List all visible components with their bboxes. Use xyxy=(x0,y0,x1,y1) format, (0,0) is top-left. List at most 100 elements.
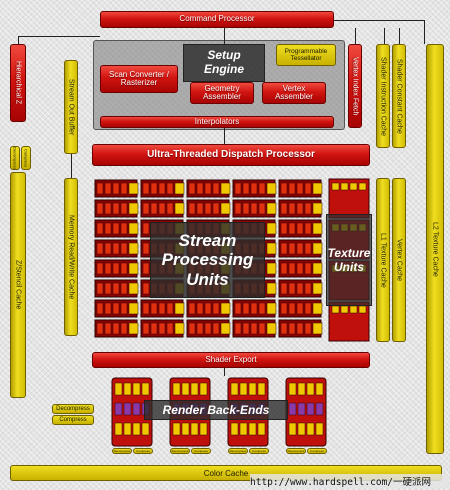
alu-cell xyxy=(312,202,323,215)
connector-export-rbe xyxy=(224,368,225,376)
alu-cell xyxy=(288,222,296,235)
alu-cell xyxy=(242,182,250,195)
alu-cell xyxy=(312,262,323,275)
rbe-compress-3: Compress xyxy=(249,448,269,454)
alu-cell xyxy=(304,282,312,295)
alu-cell xyxy=(142,262,150,275)
compress-small-left: Compress xyxy=(21,146,31,170)
alu-cell xyxy=(242,322,250,335)
rop-cell xyxy=(141,382,150,396)
alu-cell xyxy=(266,182,277,195)
alu-cell xyxy=(242,202,250,215)
alu-cell xyxy=(128,242,139,255)
rop-cell xyxy=(230,422,239,436)
rop-cell xyxy=(123,402,132,416)
alu-cell xyxy=(220,182,231,195)
connector-interp-dispatch xyxy=(224,128,225,144)
alu-cell xyxy=(312,242,323,255)
connector-scb xyxy=(399,28,400,44)
geometry-assembler: Geometry Assembler xyxy=(190,82,254,104)
alu-cell xyxy=(128,302,139,315)
alu-cell xyxy=(150,302,158,315)
alu-cell xyxy=(104,302,112,315)
alu-cell xyxy=(288,302,296,315)
alu-cell xyxy=(120,202,128,215)
alu-cell xyxy=(288,262,296,275)
alu-cell xyxy=(142,302,150,315)
alu-cell xyxy=(220,302,231,315)
rop-cell xyxy=(132,382,141,396)
alu-cell xyxy=(128,282,139,295)
alu-cell xyxy=(266,322,277,335)
alu-cell xyxy=(296,302,304,315)
alu-cell xyxy=(280,302,288,315)
rop-cell xyxy=(172,422,181,436)
alu-cell xyxy=(112,202,120,215)
alu-cell xyxy=(150,322,158,335)
connector-hz xyxy=(18,36,19,44)
alu-cell xyxy=(266,242,277,255)
alu-cell xyxy=(304,242,312,255)
decompress-left: Decompress xyxy=(52,404,94,414)
alu-cell xyxy=(280,282,288,295)
spu-line3: Units xyxy=(186,269,229,289)
rop-cell xyxy=(248,422,257,436)
rbe-compress-1: Compress xyxy=(133,448,153,454)
alu-cell xyxy=(174,322,185,335)
spu-line2: Processing xyxy=(161,250,254,270)
alu-cell xyxy=(280,242,288,255)
rop-cell xyxy=(190,422,199,436)
alu-cell xyxy=(296,262,304,275)
alu-cell xyxy=(280,262,288,275)
alu-cell xyxy=(128,202,139,215)
setup-engine: Setup Engine xyxy=(183,44,265,82)
alu-cell xyxy=(266,202,277,215)
alu-cell xyxy=(158,322,166,335)
alu-cell xyxy=(280,202,288,215)
alu-cell xyxy=(266,262,277,275)
z-stencil-cache: Z/Stencil Cache xyxy=(10,172,26,398)
alu-cell xyxy=(96,282,104,295)
alu-cell xyxy=(234,302,242,315)
alu-cell xyxy=(220,202,231,215)
rop-cell xyxy=(257,382,266,396)
tu-line2: Units xyxy=(334,260,364,274)
decompress-small-left: Decompress xyxy=(10,146,20,170)
alu-cell xyxy=(96,322,104,335)
alu-cell xyxy=(258,202,266,215)
alu-cell xyxy=(266,282,277,295)
alu-cell xyxy=(266,302,277,315)
connector-vif xyxy=(355,28,356,44)
alu-cell xyxy=(258,182,266,195)
vertex-cache: Vertex Cache xyxy=(392,178,406,342)
shader-export: Shader Export xyxy=(92,352,370,368)
alu-cell xyxy=(188,202,196,215)
alu-cell xyxy=(96,262,104,275)
rbe-decompress-4: Decompress xyxy=(286,448,306,454)
connector-cmd-setup xyxy=(224,28,225,44)
connector-sob xyxy=(71,154,72,178)
vertex-assembler: Vertex Assembler xyxy=(262,82,326,104)
alu-cell xyxy=(250,322,258,335)
alu-cell xyxy=(120,182,128,195)
alu-cell xyxy=(250,182,258,195)
alu-cell xyxy=(296,182,304,195)
alu-cell xyxy=(296,282,304,295)
alu-cell xyxy=(142,222,150,235)
scan-converter-rasterizer: Scan Converter / Rasterizer xyxy=(100,65,178,93)
rop-cell xyxy=(181,382,190,396)
alu-cell xyxy=(196,322,204,335)
alu-cell xyxy=(280,322,288,335)
alu-cell xyxy=(104,242,112,255)
compress-left: Compress xyxy=(52,415,94,425)
alu-cell xyxy=(174,302,185,315)
alu-cell xyxy=(304,302,312,315)
alu-cell xyxy=(188,302,196,315)
alu-cell xyxy=(288,242,296,255)
rop-cell xyxy=(239,422,248,436)
rop-cell xyxy=(114,382,123,396)
alu-cell xyxy=(112,262,120,275)
alu-cell xyxy=(204,202,212,215)
alu-cell xyxy=(312,302,323,315)
rop-cell xyxy=(315,402,324,416)
